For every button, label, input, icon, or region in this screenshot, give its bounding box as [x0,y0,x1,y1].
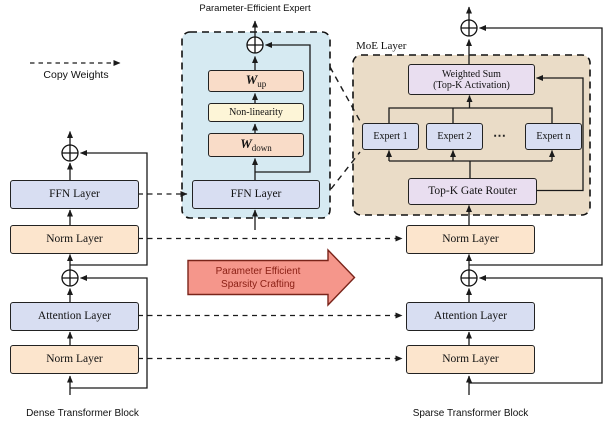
dense-ffn-layer: FFN Layer [10,180,139,209]
dense-norm-layer-bottom: Norm Layer [10,345,139,374]
sparse-norm-layer-bottom: Norm Layer [406,345,535,374]
weighted-sum-line1: Weighted Sum [442,68,501,80]
dense-attention-add-icon [61,269,79,287]
weighted-sum-line2: (Top-K Activation) [433,79,510,91]
expert-moe-link-lines [329,66,361,190]
expert-residual-line [255,42,311,173]
dense-attention-layer: Attention Layer [10,302,139,331]
sparse-norm-layer-top: Norm Layer [406,225,535,254]
dense-residual-lines [70,150,148,389]
sparse-attention-layer: Attention Layer [406,302,535,331]
expert-1-box: Expert 1 [362,123,419,150]
sparse-attention-add-icon [460,269,478,287]
add-circles [61,19,478,287]
dense-norm-layer-top: Norm Layer [10,225,139,254]
w-down-label: Wdown [240,135,272,153]
expert-n-box: Expert n [525,123,582,150]
sparsity-crafting-arrow-text: Parameter Efficient Sparsity Crafting [188,262,328,293]
dense-ffn-add-icon [61,144,79,162]
arrow-text-line2: Sparsity Crafting [221,278,295,290]
topk-gate-router-box: Top-K Gate Router [408,178,537,205]
copy-weights-label: Copy Weights [43,69,109,81]
moe-flow-lines [386,39,584,225]
expert-ffn-layer: FFN Layer [192,180,320,209]
nonlinearity-box: Non-linearity [208,103,304,122]
moe-panel-title: MoE Layer [356,40,407,52]
sparsity-crafting-arrow [187,248,356,307]
expert-2-box: Expert 2 [426,123,483,150]
sparse-residual-lines [469,25,603,384]
dense-block-caption: Dense Transformer Block [26,408,139,419]
expert-add-icon [246,36,264,54]
weighted-sum-box: Weighted Sum (Top-K Activation) [408,64,535,95]
w-up-label: Wup [245,71,267,89]
w-up-box: Wup [208,70,304,92]
arrow-text-line1: Parameter Efficient [215,265,301,277]
sparse-moe-add-icon [460,19,478,37]
experts-ellipsis: ⋯ [493,127,507,143]
sparse-block-caption: Sparse Transformer Block [412,408,529,419]
expert-panel-title: Parameter-Efficient Expert [199,3,311,14]
copy-weight-lines [138,191,403,362]
w-down-box: Wdown [208,133,304,157]
